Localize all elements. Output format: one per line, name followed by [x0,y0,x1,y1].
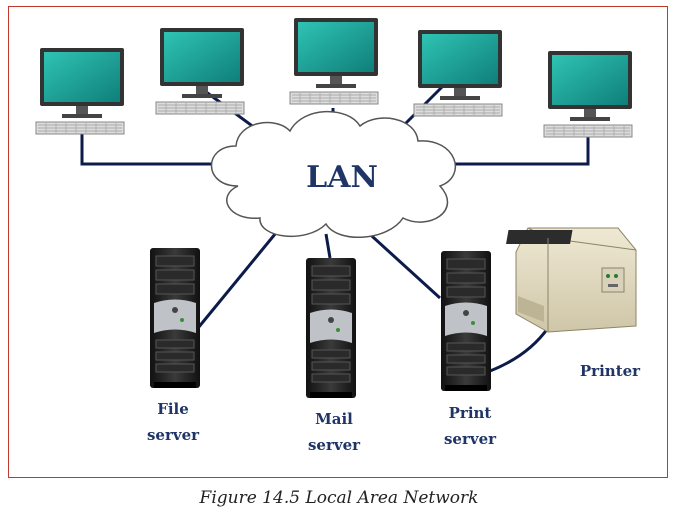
file-server-icon [149,247,201,389]
mail-server-label: Mail server [296,406,372,458]
desktop-computer-3 [289,17,379,105]
mail-server-label-line2: server [307,436,361,454]
desktop-computer-5 [543,50,633,138]
mail-server-icon [305,257,357,399]
desktop-computer-2 [155,27,245,115]
figure-caption: Figure 14.5 Local Area Network [199,488,479,508]
desktop-computer-1 [35,47,125,135]
printer-icon [506,227,637,333]
file-server-label-line1: File [157,400,189,418]
file-server-label-line2: server [146,426,200,444]
print-server-label-line2: server [443,430,497,448]
print-server-icon [440,250,492,392]
print-server-label: Print server [432,400,508,452]
lan-diagram [35,17,637,399]
print-server-label-line1: Print [448,404,492,422]
mail-server-label-line1: Mail [315,410,353,428]
file-server-label: File server [138,396,208,448]
lan-label: LAN [306,160,378,195]
printer-label: Printer [579,362,641,380]
lan-cloud [210,110,457,239]
